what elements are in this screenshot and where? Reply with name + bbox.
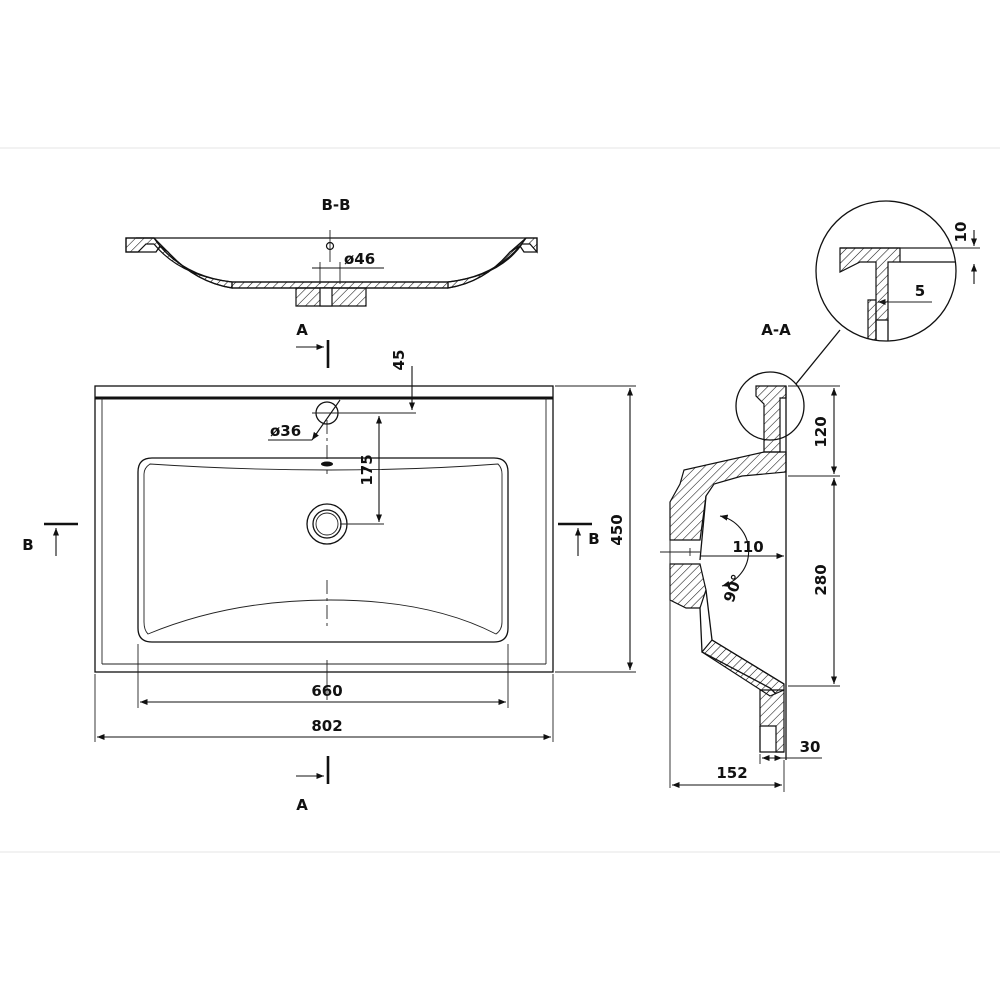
top-view-outline (94, 385, 554, 673)
dim-45: 45 (390, 350, 408, 371)
section-aa-upper-body (669, 451, 787, 541)
dim-152: 152 (716, 764, 747, 782)
dim-hole-46: ø46 (344, 250, 375, 268)
cut-a-bottom-label: A (296, 796, 308, 814)
bowl-outline (137, 457, 509, 643)
top-view: ø36 45 175 660 802 450 (94, 350, 636, 742)
detail-view: 10 5 (815, 200, 980, 342)
dim-30: 30 (800, 738, 821, 756)
dim-175: 175 (358, 454, 376, 485)
section-bb: B-B ø46 (125, 196, 538, 307)
angle-arc (719, 514, 750, 587)
dim-450: 450 (608, 514, 626, 545)
dim-280: 280 (812, 564, 830, 595)
section-aa-bowl-bottom (701, 639, 785, 697)
detail-leader (795, 329, 841, 385)
dim-hole-36: ø36 (270, 422, 301, 440)
dim-110: 110 (732, 538, 763, 556)
dim-120: 120 (812, 416, 830, 447)
section-aa: A-A 90° 110 120 280 (660, 321, 841, 792)
section-bb-drain-hole (319, 287, 333, 307)
detail-circle (815, 200, 957, 342)
cut-b-left-label: B (22, 536, 33, 554)
section-bb-bottom-strip (231, 281, 449, 289)
detail-dim-10: 10 (952, 222, 970, 243)
cut-a-top-label: A (296, 321, 308, 339)
section-aa-top-rim (755, 385, 787, 453)
section-aa-lower-body (669, 563, 707, 609)
section-aa-drain (759, 689, 785, 753)
bowl-inner-rim (143, 463, 503, 635)
section-aa-title: A-A (761, 321, 791, 339)
section-bb-shell-right (447, 237, 538, 289)
dim-660: 660 (311, 682, 342, 700)
drain-inner (312, 509, 342, 539)
dim-802: 802 (311, 717, 342, 735)
dim-90-degrees: 90° (720, 572, 747, 605)
section-bb-title: B-B (321, 196, 350, 214)
cut-markers: A A B B (22, 321, 599, 814)
overflow-slot (321, 461, 333, 467)
section-bb-shell-left (125, 237, 233, 289)
cut-b-right-label: B (588, 530, 599, 548)
detail-marker-circle (735, 371, 805, 441)
detail-dim-5: 5 (915, 282, 925, 300)
